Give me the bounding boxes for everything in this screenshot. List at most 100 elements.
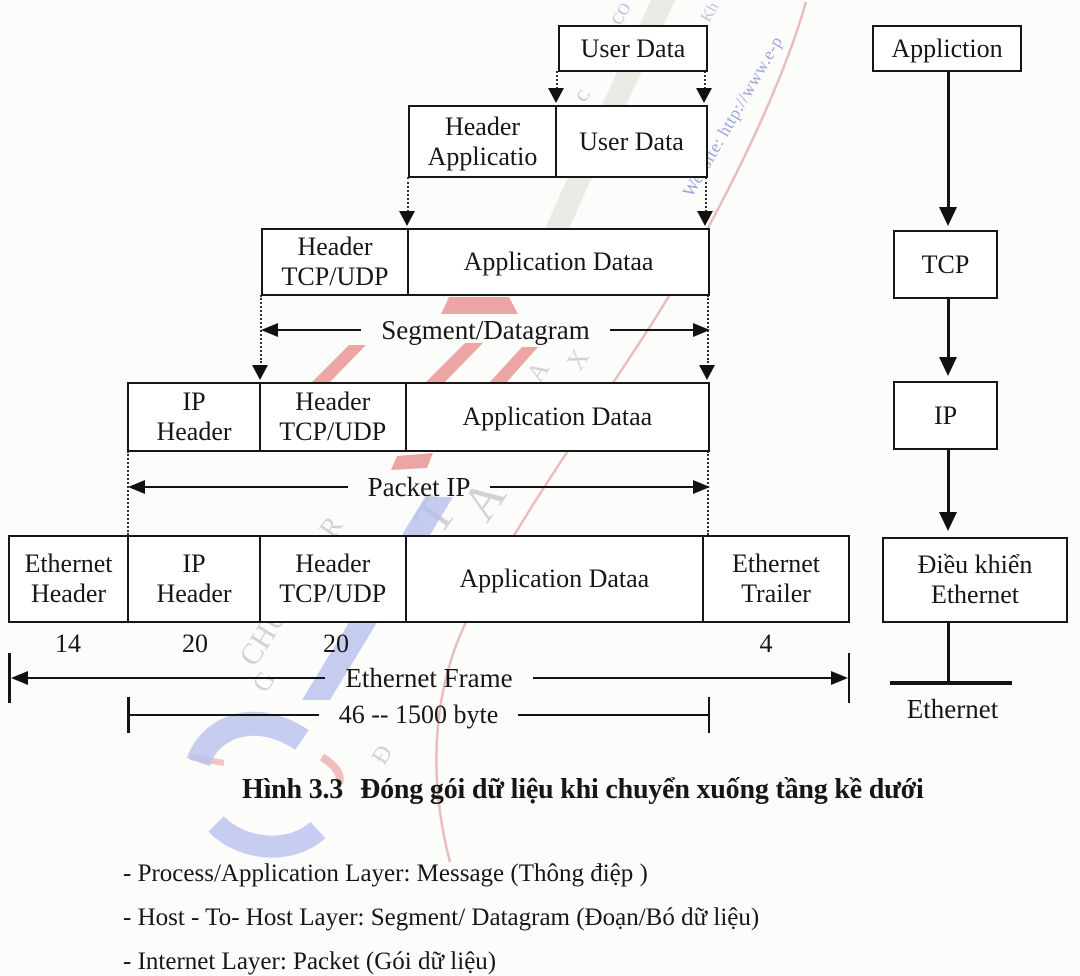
arrowhead-down-icon <box>548 88 564 103</box>
arrowhead-right-icon <box>693 323 710 337</box>
arrowhead-right-icon <box>693 480 711 494</box>
cell-label: Header <box>444 111 521 141</box>
cell-label: TCP <box>921 249 970 279</box>
cell-label: Application Dataa <box>462 402 653 431</box>
dotted-connector <box>407 177 409 212</box>
cell-label: User Data <box>580 33 686 63</box>
cell-label: Header <box>156 579 232 608</box>
watermark-frag-x: X <box>560 344 595 375</box>
dotted-connector <box>704 71 706 97</box>
box-transport-row: Header TCP/UDP Application Dataa <box>261 228 710 296</box>
arrowhead-left-icon <box>10 671 28 685</box>
cell-label: TCP/UDP <box>279 579 387 608</box>
cell-application-data: Application Dataa <box>404 384 709 450</box>
box-internet-row: IP Header Header TCP/UDP Application Dat… <box>127 382 710 452</box>
cell-label: Header <box>295 387 371 416</box>
stack-connector <box>947 449 950 513</box>
cell-ip-header: IP Header <box>127 537 259 621</box>
cell-user-data: User Data <box>560 27 706 70</box>
box-ethernet-control: Điều khiển Ethernet <box>882 537 1068 623</box>
dotted-connector <box>556 71 558 97</box>
cell-label: Header <box>30 579 107 608</box>
box-ip-layer: IP <box>893 381 998 450</box>
arrow-line <box>278 328 362 332</box>
watermark-red-logo <box>311 297 538 470</box>
cell-ip: IP <box>895 383 996 448</box>
cell-label: Ethernet <box>731 549 821 578</box>
packet-ip-label: Packet IP <box>367 471 471 502</box>
payload-size-span: 46 -- 1500 byte <box>127 697 710 733</box>
watermark-pink-line <box>435 1 808 863</box>
arrowhead-down-icon <box>399 211 415 226</box>
arrow-line <box>490 485 694 489</box>
arrow-line <box>145 485 348 489</box>
arrowhead-down-icon <box>699 365 715 380</box>
end-tick <box>707 697 710 733</box>
box-application-layer: Appliction <box>872 25 1022 72</box>
stack-connector <box>947 71 950 209</box>
figure-number: Hình 3.3 <box>242 774 344 805</box>
arrowhead-down-icon <box>697 211 713 226</box>
watermark-frag-co: CO <box>609 0 635 28</box>
size-tcp-header: 20 <box>323 629 349 658</box>
watermark-red-curve <box>319 753 344 785</box>
arrowhead-down-icon <box>252 365 268 380</box>
cell-label: Appliction <box>891 33 1003 63</box>
cell-application: Appliction <box>874 27 1020 70</box>
arrowhead-left-icon <box>261 323 278 337</box>
arrow-line <box>609 328 693 332</box>
dotted-connector <box>705 177 707 212</box>
segment-datagram-span: Segment/Datagram <box>261 313 710 347</box>
cell-label: Header <box>156 417 232 446</box>
cell-ethernet-header: Ethernet Header <box>10 537 127 621</box>
size-ip-header: 20 <box>182 629 208 658</box>
payload-size-label: 46 -- 1500 byte <box>338 700 499 729</box>
ethernet-frame-label: Ethernet Frame <box>345 662 513 693</box>
watermark-frag-kh: Kh <box>698 0 723 25</box>
box-user-data-top: User Data <box>558 25 708 72</box>
arrowhead-right-icon <box>830 671 848 685</box>
end-bar <box>8 653 11 703</box>
cell-label: TCP/UDP <box>281 262 389 291</box>
cell-application-data: Application Dataa <box>407 230 708 294</box>
watermark-frag-d: Đ <box>367 741 398 769</box>
cell-header-tcp-udp: Header TCP/UDP <box>259 384 405 450</box>
stack-connector <box>947 298 950 358</box>
cell-label: Application Dataa <box>459 564 650 593</box>
arrow-line <box>129 714 319 716</box>
arrowhead-down-icon <box>696 88 712 103</box>
cell-label: User Data <box>579 126 684 156</box>
arrow-line <box>518 714 708 716</box>
figure-title: Đóng gói dữ liệu khi chuyển xuống tầng k… <box>360 774 924 805</box>
ethernet-frame-span: Ethernet Frame <box>8 653 850 703</box>
arrowhead-down-icon <box>939 357 957 376</box>
cell-label: Ethernet <box>930 580 1020 609</box>
cell-label: IP <box>182 549 206 578</box>
note-host-to-host: - Host - To- Host Layer: Segment/ Datagr… <box>123 904 760 931</box>
packet-ip-span: Packet IP <box>128 470 711 504</box>
cell-label: Header <box>297 232 373 261</box>
cell-label: Application Dataa <box>463 247 654 276</box>
cell-tcp: TCP <box>895 232 996 297</box>
end-tick <box>127 697 130 733</box>
arrowhead-down-icon <box>939 512 957 531</box>
cell-header-tcp-udp: Header TCP/UDP <box>263 230 407 294</box>
cell-label: Điều khiển <box>917 550 1033 579</box>
ethernet-bus-label: Ethernet <box>906 694 999 724</box>
cell-label: TCP/UDP <box>279 417 387 446</box>
cell-label: Applicatio <box>427 141 538 171</box>
watermark-frag-c: C <box>574 87 594 105</box>
note-internet: - Internet Layer: Packet (Gói dữ liệu) <box>123 948 497 975</box>
end-bar <box>847 653 850 703</box>
box-ethernet-row: Ethernet Header IP Header Header TCP/UDP… <box>8 535 850 623</box>
cell-header-tcp-udp: Header TCP/UDP <box>259 537 405 621</box>
box-application-row: Header Applicatio User Data <box>408 105 708 178</box>
cell-label: IP <box>933 400 958 430</box>
layer-notes: - Process/Application Layer: Message (Th… <box>123 858 759 976</box>
segment-datagram-label: Segment/Datagram <box>381 314 590 345</box>
cell-header-application: Header Applicatio <box>410 107 555 176</box>
cell-label: IP <box>182 387 206 416</box>
size-ethernet-header: 14 <box>55 629 81 658</box>
cell-ethernet-control: Điều khiển Ethernet <box>884 539 1066 621</box>
arrow-line <box>532 676 831 680</box>
